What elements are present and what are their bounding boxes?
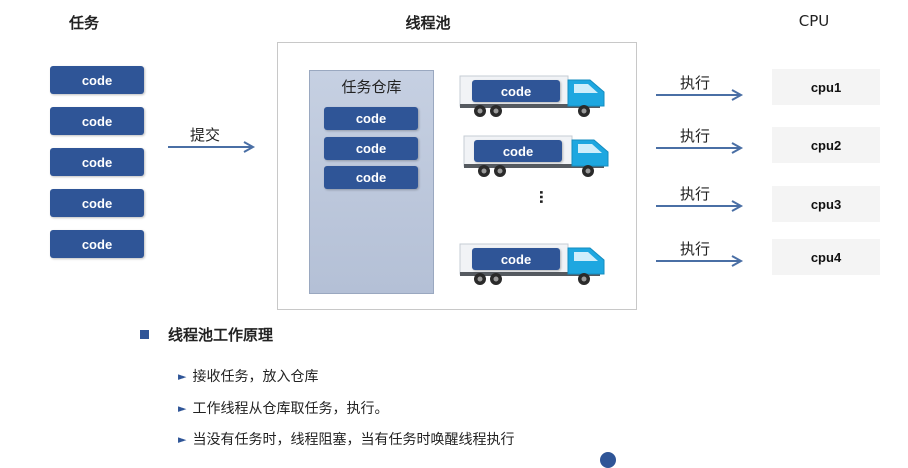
more-threads-ellipsis: … xyxy=(536,190,552,202)
execute-label: 执行 xyxy=(680,185,711,203)
cpu-box: cpu2 xyxy=(772,127,880,163)
thread-task-block: code xyxy=(472,80,560,102)
task-block: code xyxy=(50,189,144,217)
task-block: code xyxy=(50,148,144,176)
warehouse-label: 任务仓库 xyxy=(341,78,402,96)
warehouse-task-block: code xyxy=(324,166,418,189)
section-bullet xyxy=(140,330,149,339)
execute-arrow xyxy=(656,142,744,154)
task-block: code xyxy=(50,66,144,94)
thread-task-block: code xyxy=(472,248,560,270)
thread-pool-header: 线程池 xyxy=(405,14,451,32)
cpu-box: cpu4 xyxy=(772,239,880,275)
worker-thread-truck: code xyxy=(458,70,608,120)
principle-item-text: 接收任务，放入仓库 xyxy=(192,369,319,385)
submit-arrow xyxy=(168,141,256,153)
task-block: code xyxy=(50,107,144,135)
triangle-bullet-icon: ► xyxy=(178,401,187,415)
worker-thread-truck: code xyxy=(462,130,612,180)
execute-arrow xyxy=(656,255,744,267)
execute-label: 执行 xyxy=(680,127,711,145)
execute-arrow xyxy=(656,200,744,212)
cpu-box: cpu1 xyxy=(772,69,880,105)
cpu-header: CPU xyxy=(798,12,830,30)
warehouse-task-block: code xyxy=(324,137,418,160)
execute-label: 执行 xyxy=(680,240,711,258)
cursor-dot-icon xyxy=(600,452,616,468)
triangle-bullet-icon: ► xyxy=(178,432,187,446)
worker-thread-truck: code xyxy=(458,238,608,288)
thread-task-block: code xyxy=(474,140,562,162)
task-block: code xyxy=(50,230,144,258)
principle-title: 线程池工作原理 xyxy=(168,326,274,344)
principle-item: ► 工作线程从仓库取任务，执行。 xyxy=(178,398,388,418)
warehouse-task-block: code xyxy=(324,107,418,130)
principle-item-text: 当没有任务时，线程阻塞，当有任务时唤醒线程执行 xyxy=(192,432,515,448)
triangle-bullet-icon: ► xyxy=(178,369,187,383)
principle-item: ► 当没有任务时，线程阻塞，当有任务时唤醒线程执行 xyxy=(178,429,514,449)
submit-label: 提交 xyxy=(190,126,221,144)
execute-label: 执行 xyxy=(680,74,711,92)
cpu-box: cpu3 xyxy=(772,186,880,222)
principle-item-text: 工作线程从仓库取任务，执行。 xyxy=(192,401,389,417)
tasks-header: 任务 xyxy=(68,14,99,32)
execute-arrow xyxy=(656,89,744,101)
principle-item: ► 接收任务，放入仓库 xyxy=(178,366,318,386)
